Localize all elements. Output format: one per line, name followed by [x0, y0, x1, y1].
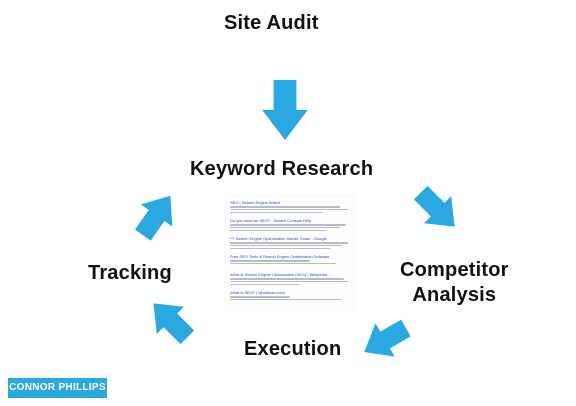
step-competitor-analysis: Competitor Analysis [400, 258, 509, 308]
arrow-tracking-to-keyword [127, 184, 187, 247]
serp-result-title: What is Search Engine Optimization (SEO)… [230, 272, 332, 277]
serp-result: SEO | Search Engine Watch [230, 200, 348, 214]
step-competitor-line2: Analysis [412, 284, 497, 306]
step-tracking: Tracking [88, 262, 172, 284]
serp-result: *** Search Engine Optimization Starter G… [230, 236, 348, 250]
serp-result: What is SEO? | whatisseo.com [230, 290, 342, 301]
arrow-audit-to-keyword [262, 80, 308, 140]
step-execution: Execution [244, 338, 342, 360]
search-results-thumbnail: SEO | Search Engine Watch Do you need an… [226, 196, 354, 310]
serp-result: Do you need an SEO? - Search Console Hel… [230, 218, 346, 232]
serp-result-title: What is SEO? | whatisseo.com [230, 290, 285, 295]
serp-result-title: Do you need an SEO? - Search Console Hel… [230, 218, 312, 223]
brand-badge: CONNOR PHILLIPS [8, 378, 107, 398]
serp-result: What is Search Engine Optimization (SEO)… [230, 272, 348, 286]
serp-result-title: Free SEO Tools & Search Engine Optimizat… [230, 254, 330, 259]
step-keyword-research: Keyword Research [190, 158, 374, 180]
serp-result-title: *** Search Engine Optimization Starter G… [230, 236, 327, 241]
serp-result-title: SEO | Search Engine Watch [230, 200, 281, 205]
arrow-competitor-to-execution [354, 311, 416, 369]
serp-result: Free SEO Tools & Search Engine Optimizat… [230, 254, 336, 265]
step-competitor-line1: Competitor [400, 259, 509, 281]
arrow-keyword-to-competitor [407, 179, 469, 241]
arrow-execution-to-tracking [139, 289, 201, 351]
step-site-audit: Site Audit [224, 12, 319, 34]
